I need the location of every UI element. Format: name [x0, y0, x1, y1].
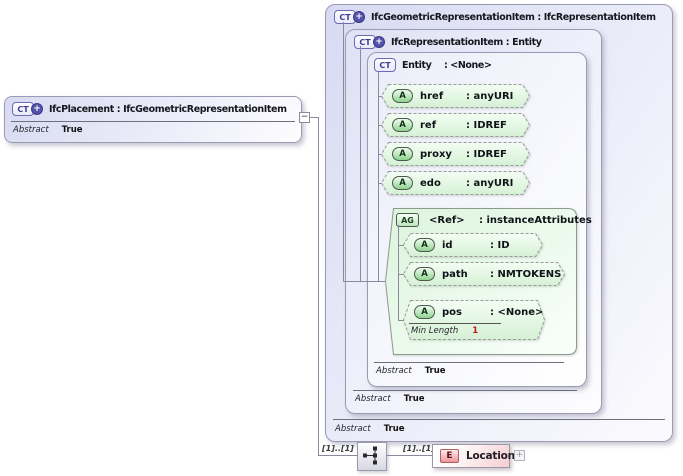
abstract-label: Abstract: [335, 424, 371, 434]
tree-line-outer: [343, 22, 344, 281]
attribute-name: id: [442, 239, 453, 251]
attribute-group-icon: AG: [396, 213, 419, 227]
sequence-compositor-icon[interactable]: [357, 442, 387, 471]
box-title: IfcPlacement : IfcGeometricRepresentatio…: [49, 103, 287, 115]
box-header: CT + IfcPlacement : IfcGeometricRepresen…: [12, 102, 287, 116]
element-name: Location: [466, 450, 515, 462]
plus-badge-icon: +: [31, 103, 43, 115]
tree-line-group: [398, 225, 399, 320]
attribute-node-pos[interactable]: A pos : <None> Min Length 1: [403, 300, 545, 340]
abstract-value: True: [424, 366, 446, 376]
attribute-icon: A: [392, 176, 413, 190]
attribute-name: href: [420, 90, 444, 102]
attribute-type: : NMTOKENS: [490, 268, 562, 280]
facet-label: Min Length: [411, 326, 459, 336]
group-name: <Ref>: [429, 214, 465, 226]
branch-line-group: [343, 281, 387, 282]
branch-line: [398, 245, 404, 246]
divider: [374, 362, 564, 363]
branch-line: [398, 320, 404, 321]
box-header: CT + IfcGeometricRepresentationItem : If…: [334, 10, 656, 24]
entity-name: Entity: [402, 59, 432, 71]
tree-line-entity: [378, 72, 379, 281]
attribute-icon: A: [414, 305, 435, 319]
attribute-type: : anyURI: [466, 90, 514, 102]
cardinality-label: [1]..[1]: [403, 444, 435, 453]
expand-toggle[interactable]: +: [514, 450, 525, 461]
element-icon: E: [440, 449, 459, 463]
branch-line: [378, 96, 383, 97]
attribute-node-href[interactable]: A href : anyURI: [381, 84, 530, 108]
attribute-node-proxy[interactable]: A proxy : IDREF: [381, 142, 530, 166]
cardinality-label: [1]..[1]: [322, 444, 354, 453]
plus-badge-icon: +: [353, 11, 365, 23]
abstract-label: Abstract: [13, 125, 49, 135]
ct-icon-label: CT: [374, 58, 396, 72]
connector-line: [310, 117, 318, 118]
attribute-node-ref[interactable]: A ref : IDREF: [381, 113, 530, 137]
box-title: IfcGeometricRepresentationItem : IfcRepr…: [371, 11, 656, 23]
attribute-type: : ID: [490, 239, 510, 251]
complextype-box-ifcplacement[interactable]: CT + IfcPlacement : IfcGeometricRepresen…: [4, 96, 302, 143]
entity-type: : <None>: [444, 59, 492, 71]
divider: [353, 390, 577, 391]
branch-line: [378, 183, 383, 184]
attribute-name: pos: [442, 306, 462, 318]
attribute-name: edo: [420, 177, 441, 189]
tree-line-mid: [360, 46, 361, 281]
attribute-node-id[interactable]: A id : ID: [403, 233, 543, 257]
abstract-row: Abstract True: [335, 424, 405, 434]
branch-line: [398, 274, 404, 275]
connector-line: [385, 455, 432, 456]
minus-icon: −: [300, 112, 309, 122]
attribute-name: proxy: [420, 148, 452, 160]
group-type: : instanceAttributes: [479, 214, 592, 226]
attribute-type: : anyURI: [466, 177, 514, 189]
abstract-row: Abstract True: [13, 125, 83, 135]
attribute-icon: A: [392, 147, 413, 161]
complextype-icon: CT +: [12, 102, 43, 116]
facet-row: Min Length 1: [411, 326, 478, 336]
connector-line: [318, 455, 357, 456]
abstract-value: True: [61, 125, 83, 135]
box-header: CT + IfcRepresentationItem : Entity: [354, 35, 542, 49]
complextype-icon: CT +: [354, 35, 385, 49]
branch-line: [378, 154, 383, 155]
abstract-label: Abstract: [376, 366, 412, 376]
plus-badge-icon: +: [373, 36, 385, 48]
box-header: CT Entity : <None>: [374, 58, 492, 72]
attribute-icon: A: [392, 89, 413, 103]
attribute-name: ref: [420, 119, 437, 131]
element-node-location[interactable]: E Location: [432, 444, 515, 468]
attribute-node-edo[interactable]: A edo : anyURI: [381, 171, 530, 195]
abstract-value: True: [403, 394, 425, 404]
attribute-name: path: [442, 268, 468, 280]
attribute-icon: A: [392, 118, 413, 132]
facet-divider: [409, 323, 501, 324]
plus-icon: +: [515, 450, 524, 460]
abstract-row: Abstract True: [355, 394, 425, 404]
attribute-type: : <None>: [490, 306, 544, 318]
divider: [11, 121, 295, 122]
attribute-node-path[interactable]: A path : NMTOKENS: [403, 262, 565, 286]
facet-value: 1: [472, 326, 479, 336]
attribute-icon: A: [414, 238, 435, 252]
divider: [333, 419, 665, 420]
abstract-label: Abstract: [355, 394, 391, 404]
ct-icon-label: CT: [12, 102, 34, 116]
attribute-group-node-ref[interactable]: AG <Ref> : instanceAttributes A id : ID …: [385, 208, 592, 355]
complextype-icon: CT +: [334, 10, 365, 24]
collapse-toggle[interactable]: −: [299, 112, 310, 123]
attribute-icon: A: [414, 267, 435, 281]
abstract-row: Abstract True: [376, 366, 446, 376]
attribute-type: : IDREF: [466, 148, 507, 160]
attribute-type: : IDREF: [466, 119, 507, 131]
branch-line: [378, 125, 383, 126]
connector-line: [318, 117, 319, 455]
box-title: IfcRepresentationItem : Entity: [391, 36, 542, 48]
abstract-value: True: [383, 424, 405, 434]
